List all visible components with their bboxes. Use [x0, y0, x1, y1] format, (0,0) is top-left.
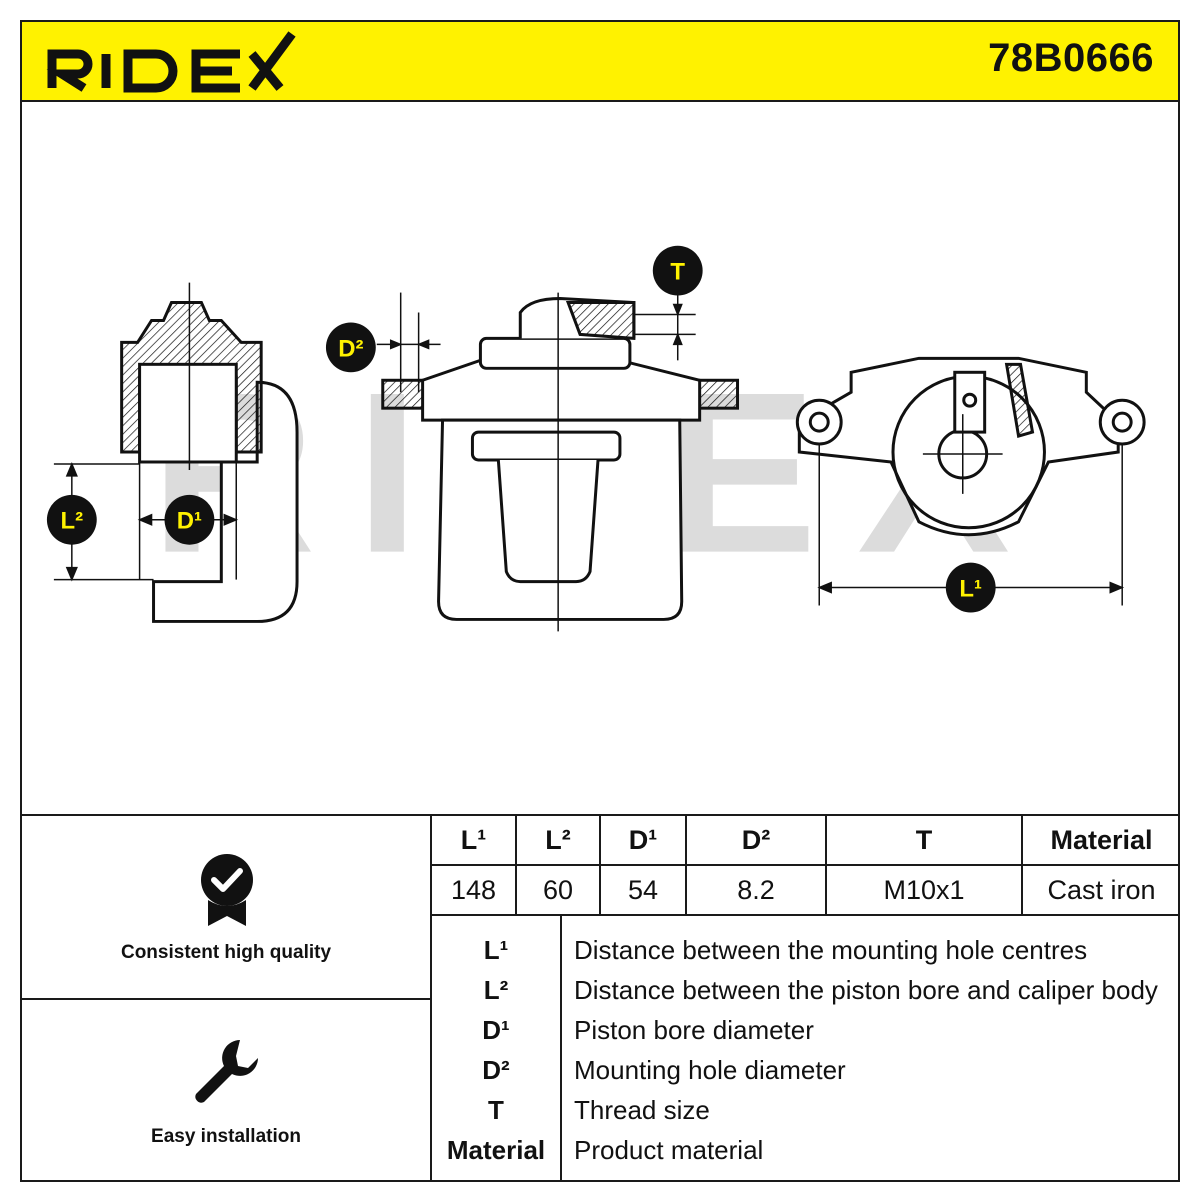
callout-t-label: T: [670, 259, 685, 286]
t-dimension: [633, 288, 696, 361]
callout-l2: L²: [46, 494, 97, 545]
legend-description: Distance between the piston bore and cal…: [574, 975, 1158, 1005]
spec-header-material: Material: [1021, 816, 1180, 866]
feature-quality: Consistent high quality: [22, 816, 430, 1000]
part-number: 78B0666: [988, 36, 1154, 80]
callout-d2-label: D²: [338, 335, 363, 362]
legend-row: Material Product material: [432, 1130, 1180, 1170]
spec-header-l2: L²: [515, 816, 601, 866]
specs-table: L¹ L² D¹ D² T Material 148 60 54 8.2 M10…: [432, 814, 1180, 916]
spec-value-t: M10x1: [825, 864, 1023, 916]
feature-installation-label: Easy installation: [151, 1126, 301, 1147]
legend-symbol: L²: [483, 975, 509, 1005]
legend-symbol: D¹: [482, 1015, 510, 1045]
legend-symbol: L¹: [483, 935, 509, 965]
spec-header-l1: L¹: [432, 816, 517, 866]
section-view: [120, 282, 299, 623]
callout-l1: L¹: [945, 562, 996, 613]
legend-description: Product material: [574, 1135, 764, 1165]
specs-value-row: 148 60 54 8.2 M10x1 Cast iron: [432, 864, 1180, 916]
legend-table: L¹ Distance between the mounting hole ce…: [432, 914, 1180, 1182]
wrench-icon: [195, 1040, 258, 1103]
product-sheet: 78B0666 RIDEX: [20, 20, 1180, 1182]
spec-header-t: T: [825, 816, 1023, 866]
spec-value-l1: 148: [432, 864, 517, 916]
features-panel: Consistent high quality Easy installatio…: [22, 814, 432, 1182]
spec-value-d1: 54: [599, 864, 687, 916]
legend-symbol: T: [488, 1095, 504, 1125]
spec-value-d2: 8.2: [685, 864, 827, 916]
specs-header-row: L¹ L² D¹ D² T Material: [432, 816, 1180, 866]
header-bar: 78B0666: [22, 22, 1178, 102]
feature-installation: Easy installation: [22, 1000, 430, 1182]
legend-symbol: Material: [446, 1135, 546, 1165]
legend-divider: [560, 916, 562, 1182]
callout-t: T: [652, 245, 703, 296]
technical-drawing: RIDEX: [22, 102, 1178, 814]
spec-value-l2: 60: [515, 864, 601, 916]
legend-row: D² Mounting hole diameter: [432, 1050, 1180, 1090]
legend-description: Distance between the mounting hole centr…: [574, 935, 1088, 965]
spec-header-d2: D²: [685, 816, 827, 866]
legend-row: L² Distance between the piston bore and …: [432, 970, 1180, 1010]
legend-description: Mounting hole diameter: [574, 1055, 846, 1085]
spec-value-material: Cast iron: [1021, 864, 1180, 916]
legend-row: T Thread size: [432, 1090, 1180, 1130]
callout-d1-label: D¹: [177, 508, 202, 535]
legend-row: L¹ Distance between the mounting hole ce…: [432, 930, 1180, 970]
callout-d1: D¹: [164, 494, 215, 545]
quality-badge-icon: [201, 854, 253, 926]
feature-quality-label: Consistent high quality: [120, 942, 332, 963]
legend-description: Thread size: [574, 1095, 710, 1125]
legend-symbol: D²: [482, 1055, 510, 1085]
side-view: [795, 356, 1146, 537]
callout-l2-label: L²: [61, 508, 84, 535]
front-view: [381, 292, 740, 632]
caliper-drawing: RIDEX: [46, 245, 1146, 632]
specs-grid: L¹ L² D¹ D² T Material 148 60 54 8.2 M10…: [432, 816, 1180, 916]
spec-header-d1: D¹: [599, 816, 687, 866]
ridex-logo: [46, 31, 296, 93]
legend-description: Piston bore diameter: [574, 1015, 814, 1045]
d2-dimension: [376, 339, 441, 350]
callout-l1-label: L¹: [959, 576, 982, 603]
legend-row: D¹ Piston bore diameter: [432, 1010, 1180, 1050]
callout-d2: D²: [325, 322, 376, 373]
